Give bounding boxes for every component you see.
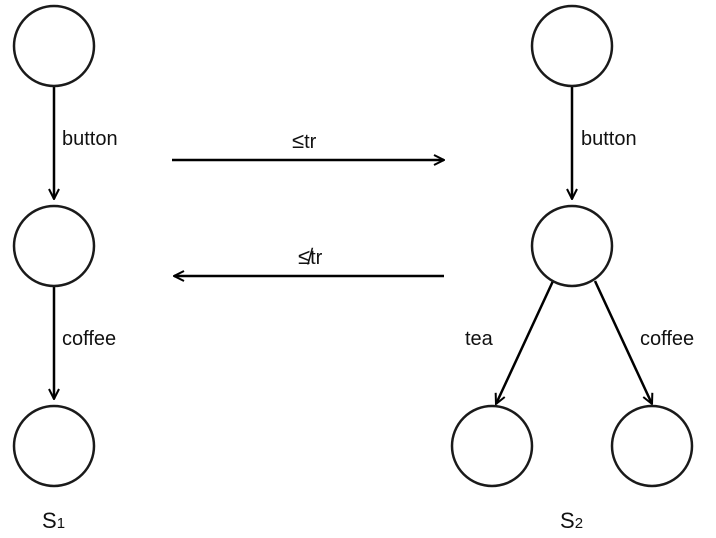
relation-backward-symbol: ≰ xyxy=(298,244,314,269)
relation-backward-label: ≰tr xyxy=(298,244,323,269)
s1-name-main: S xyxy=(42,508,57,533)
relation-forward-symbol: ≤ xyxy=(292,128,304,153)
relations: ≤tr ≰tr xyxy=(172,128,444,276)
s1-name: S1 xyxy=(42,508,65,533)
s2-name-main: S xyxy=(560,508,575,533)
s1-state-1 xyxy=(12,204,96,288)
relation-forward-label: ≤tr xyxy=(292,128,317,153)
s1-state-2 xyxy=(12,404,96,488)
s2-state-1 xyxy=(530,204,614,288)
s2-edge-tea xyxy=(496,280,555,404)
s1-state-0 xyxy=(12,4,96,88)
s2-edge-coffee xyxy=(593,280,652,404)
s2-label-tea: tea xyxy=(465,328,494,350)
system-s2: button tea coffee S2 xyxy=(450,4,694,533)
s1-label-button: button xyxy=(62,128,118,150)
s2-state-3 xyxy=(610,404,694,488)
s2-name: S2 xyxy=(560,508,583,533)
s1-label-coffee: coffee xyxy=(62,328,116,350)
s2-state-2 xyxy=(450,404,534,488)
system-s1: button coffee S1 xyxy=(12,4,118,533)
s2-label-button: button xyxy=(581,128,637,150)
s2-state-0 xyxy=(530,4,614,88)
s2-label-coffee: coffee xyxy=(640,328,694,350)
s2-name-sub: 2 xyxy=(575,515,583,532)
relation-backward-sub: tr xyxy=(310,247,323,269)
relation-forward-sub: tr xyxy=(304,131,317,153)
s1-name-sub: 1 xyxy=(57,515,65,532)
